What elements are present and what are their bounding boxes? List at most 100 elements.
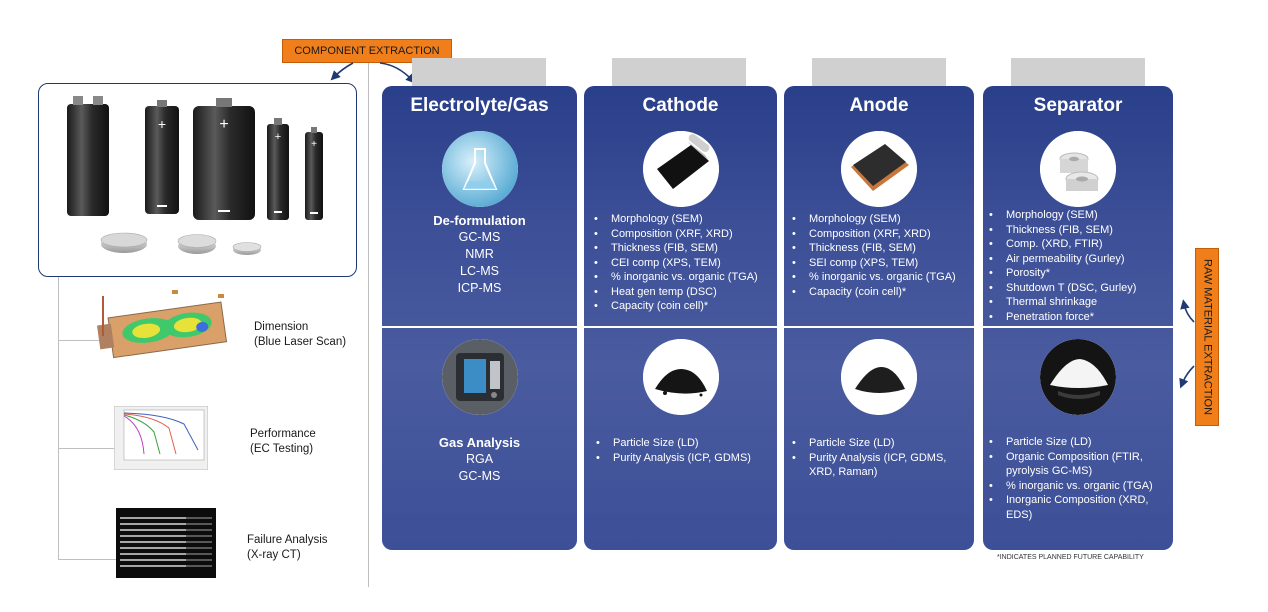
anode-powder-icon xyxy=(841,339,917,415)
flask-icon xyxy=(441,131,518,207)
list-item: Comp. (XRD, FTIR) xyxy=(987,237,1136,252)
column-divider xyxy=(584,326,777,328)
side-item-label: Failure Analysis xyxy=(247,534,328,546)
list-item: Heat gen temp (DSC) xyxy=(592,285,758,300)
method-line: LC-MS xyxy=(460,264,499,278)
list-item: XRD, Raman) xyxy=(809,466,878,478)
deformulation-heading: De-formulation xyxy=(433,213,526,228)
side-item-sub: (X-ray CT) xyxy=(247,549,301,561)
blue-laser-scan-image xyxy=(96,290,228,359)
column-divider xyxy=(983,326,1173,328)
list-item: Particle Size (LD) xyxy=(594,436,751,451)
component-extraction-arrows xyxy=(330,62,416,84)
list-item: Composition (XRF, XRD) xyxy=(592,227,758,242)
list-item: % inorganic vs. organic (TGA) xyxy=(790,270,956,285)
side-item-sub: (Blue Laser Scan) xyxy=(254,336,347,348)
list-item: pyrolysis GC-MS) xyxy=(1006,465,1093,477)
method-line: GC-MS xyxy=(458,469,501,483)
column-anode: Anode Morphology (SEM) Composition (XRF,… xyxy=(784,86,974,550)
footnote: *INDICATES PLANNED FUTURE CAPABILITY xyxy=(997,554,1144,561)
column-divider xyxy=(784,326,974,328)
list-item: Thickness (FIB, SEM) xyxy=(790,241,956,256)
tree-branch-2 xyxy=(58,448,116,449)
column-title: Anode xyxy=(849,95,909,116)
cathode-powder-icon xyxy=(642,339,719,415)
list-item: Shutdown T (DSC, Gurley) xyxy=(987,281,1136,296)
list-item: Composition (XRF, XRD) xyxy=(790,227,956,242)
component-extraction-label: COMPONENT EXTRACTION xyxy=(294,44,440,57)
list-item: Particle Size (LD) xyxy=(987,435,1153,450)
ec-testing-chart-image xyxy=(114,406,208,470)
list-item: Capacity (coin cell)* xyxy=(790,285,956,300)
svg-text:+: + xyxy=(275,131,281,143)
cathode-methods-list: Morphology (SEM) Composition (XRF, XRD) … xyxy=(592,212,758,314)
list-item: Thickness (FIB, SEM) xyxy=(592,241,758,256)
column-title: Electrolyte/Gas xyxy=(410,95,549,116)
column-tab-1 xyxy=(412,58,546,88)
list-item: Morphology (SEM) xyxy=(790,212,956,227)
list-item: EDS) xyxy=(1006,508,1033,521)
list-item: Thermal shrinkage xyxy=(987,295,1136,310)
tree-branch-1 xyxy=(58,340,110,341)
column-title: Separator xyxy=(1033,95,1123,116)
method-line: GC-MS xyxy=(458,230,501,244)
column-title: Cathode xyxy=(642,95,719,116)
list-item: Morphology (SEM) xyxy=(987,208,1136,223)
raw-material-arrows xyxy=(1179,299,1195,389)
list-item: Air permeability (Gurley) xyxy=(987,252,1136,267)
cathode-foil-icon xyxy=(642,131,719,207)
tree-trunk-line xyxy=(58,277,59,560)
list-item: Thickness (FIB, SEM) xyxy=(987,223,1136,238)
column-tab-4 xyxy=(1011,58,1145,88)
phone-battery-icon xyxy=(441,339,518,415)
list-item: CEI comp (XPS, TEM) xyxy=(592,256,758,271)
svg-text:+: + xyxy=(219,116,228,133)
column-divider xyxy=(382,326,577,328)
deformulation-block: De-formulation GC-MS NMR LC-MS ICP-MS xyxy=(382,212,577,297)
raw-material-extraction-tag: RAW MATERIAL EXTRACTION xyxy=(1195,248,1219,426)
anode-sheet-icon xyxy=(841,131,917,207)
list-item: Purity Analysis (ICP, GDMS) xyxy=(594,451,751,466)
anode-raw-methods-list: Particle Size (LD) Purity Analysis (ICP,… xyxy=(790,436,946,480)
separator-raw-methods-list: Particle Size (LD) Organic Composition (… xyxy=(987,435,1153,522)
side-item-label: Performance xyxy=(250,428,316,440)
list-item: % inorganic vs. organic (TGA) xyxy=(987,479,1153,494)
list-item: Penetration force* xyxy=(987,310,1136,325)
method-line: RGA xyxy=(465,452,494,466)
side-item-dimension: Dimension (Blue Laser Scan) xyxy=(254,320,346,350)
component-extraction-tag: COMPONENT EXTRACTION xyxy=(282,39,452,63)
separator-powder-icon xyxy=(1040,339,1116,415)
column-tab-3 xyxy=(812,58,946,88)
side-item-performance: Performance (EC Testing) xyxy=(250,427,316,457)
list-item: Morphology (SEM) xyxy=(592,212,758,227)
xray-ct-image xyxy=(116,508,216,578)
tree-branch-3 xyxy=(58,559,116,560)
anode-methods-list: Morphology (SEM) Composition (XRF, XRD) … xyxy=(790,212,956,299)
separator-methods-list: Morphology (SEM) Thickness (FIB, SEM) Co… xyxy=(987,208,1136,324)
list-item: SEI comp (XPS, TEM) xyxy=(790,256,956,271)
column-tab-2 xyxy=(612,58,746,88)
svg-text:+: + xyxy=(311,139,317,150)
section-divider-line xyxy=(368,62,369,587)
side-item-label: Dimension xyxy=(254,321,309,333)
svg-text:+: + xyxy=(158,116,166,132)
method-line: ICP-MS xyxy=(457,281,502,295)
list-item: Purity Analysis (ICP, GDMS, xyxy=(790,451,946,466)
column-electrolyte-gas: Electrolyte/Gas De-formulation GC-MS NMR… xyxy=(382,86,577,550)
raw-material-extraction-label: RAW MATERIAL EXTRACTION xyxy=(1201,258,1214,416)
list-item: % inorganic vs. organic (TGA) xyxy=(592,270,758,285)
separator-rolls-icon xyxy=(1040,131,1116,207)
gas-analysis-block: Gas Analysis RGA GC-MS xyxy=(382,434,577,485)
list-item: Inorganic Composition (XRD, xyxy=(987,493,1153,508)
list-item: Particle Size (LD) xyxy=(790,436,946,451)
battery-image-box: + + + + xyxy=(38,83,357,277)
side-item-sub: (EC Testing) xyxy=(250,443,314,455)
list-item: Capacity (coin cell)* xyxy=(592,299,758,314)
column-separator: Separator Morphology (SEM) Thickness (FI… xyxy=(983,86,1173,550)
side-item-failure-analysis: Failure Analysis (X-ray CT) xyxy=(247,533,328,563)
list-item: Organic Composition (FTIR, xyxy=(987,450,1153,465)
gas-analysis-heading: Gas Analysis xyxy=(438,435,521,450)
list-item: Porosity* xyxy=(987,266,1136,281)
batteries-illustration: + + + + xyxy=(67,96,323,255)
column-cathode: Cathode Morphology (SEM) Composition (XR… xyxy=(584,86,777,550)
